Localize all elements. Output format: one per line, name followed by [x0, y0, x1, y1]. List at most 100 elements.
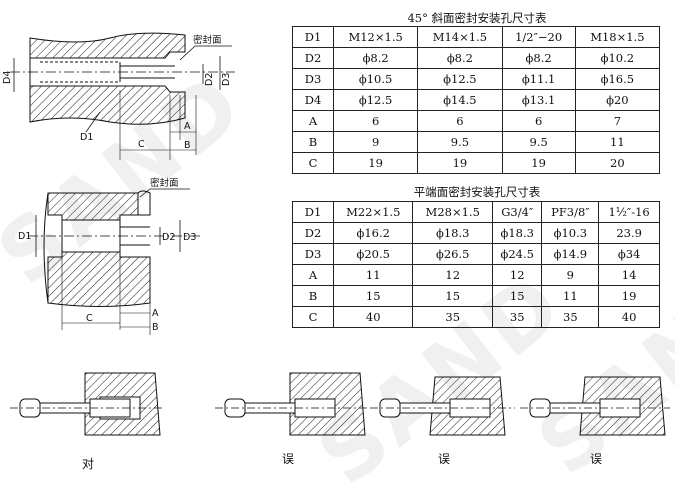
table-cell: 35	[491, 306, 543, 328]
table-cell: ϕ20.5	[332, 243, 414, 265]
label-a: A	[152, 308, 159, 319]
label-a: A	[184, 121, 191, 132]
label-d3: D3	[221, 73, 232, 86]
table-cell: 9.5	[417, 131, 503, 153]
assembly-wrong-2	[370, 376, 515, 436]
table-cell: 11	[574, 131, 661, 153]
row-header-cell: C	[292, 152, 334, 174]
table1-title: 45° 斜面密封安装孔尺寸表	[407, 11, 547, 25]
table-cell: ϕ12.5	[417, 68, 503, 90]
table-cell: M18×1.5	[574, 26, 661, 48]
table-cell: ϕ18.3	[412, 222, 493, 244]
table-cell: 6	[501, 110, 576, 132]
bevel-seal-port-drawing: D4 D2 D3 密封面 D1 C A B	[2, 32, 235, 160]
table-cell: M14×1.5	[417, 26, 503, 48]
label-d1: D1	[80, 132, 93, 143]
table-cell: 35	[412, 306, 493, 328]
row-header-cell: A	[292, 110, 334, 132]
row-header-cell: C	[292, 306, 334, 328]
seal-face-label: 密封面	[193, 34, 222, 46]
table-cell: ϕ11.1	[501, 68, 576, 90]
table-cell: 1/2″−20	[501, 26, 576, 48]
table-cell: ϕ10.3	[541, 222, 600, 244]
row-header-cell: B	[292, 285, 334, 307]
table-cell: ϕ16.5	[574, 68, 661, 90]
table-cell: ϕ16.2	[332, 222, 414, 244]
table-cell: 6	[417, 110, 503, 132]
table-cell: 6	[332, 110, 419, 132]
table-cell: ϕ14.5	[417, 89, 503, 111]
table-cell: 15	[491, 285, 543, 307]
table-cell: ϕ20	[574, 89, 661, 111]
label-d3: D3	[183, 232, 196, 243]
row-header-cell: D1	[292, 26, 334, 48]
row-header-cell: D2	[292, 222, 334, 244]
flat-seal-port-drawing: D1 D2 D3 密封面 C A B	[18, 177, 200, 335]
row-header-cell: D2	[292, 47, 334, 69]
table-cell: 15	[332, 285, 414, 307]
row-header-cell: B	[292, 131, 334, 153]
table-cell: ϕ26.5	[412, 243, 493, 265]
table-cell: 40	[598, 306, 660, 328]
label-c: C	[86, 313, 93, 324]
table-cell: ϕ12.5	[332, 89, 419, 111]
table-cell: 12	[491, 264, 543, 286]
row-header-cell: D3	[292, 243, 334, 265]
table-cell: 14	[598, 264, 660, 286]
label-d2: D2	[162, 232, 175, 243]
table-cell: ϕ14.9	[541, 243, 600, 265]
table-cell: 11	[541, 285, 600, 307]
table-cell: 9.5	[501, 131, 576, 153]
table-cell: ϕ24.5	[491, 243, 543, 265]
label-b: B	[152, 322, 159, 333]
label-d2: D2	[204, 73, 215, 86]
table-cell: 40	[332, 306, 414, 328]
assembly-correct	[10, 372, 165, 436]
table-cell: 19	[332, 152, 419, 174]
table-cell: ϕ8.2	[417, 47, 503, 69]
label-d4: D4	[2, 71, 13, 84]
label-c: C	[138, 139, 145, 150]
table-cell: 11	[332, 264, 414, 286]
table-cell: M28×1.5	[412, 201, 493, 223]
table2-title: 平端面密封安装孔尺寸表	[413, 185, 541, 199]
assembly-examples	[10, 372, 670, 436]
table-cell: ϕ8.2	[332, 47, 419, 69]
table-cell: ϕ10.2	[574, 47, 661, 69]
table-cell: M12×1.5	[332, 26, 419, 48]
row-header-cell: D4	[292, 89, 334, 111]
table-cell: 19	[598, 285, 660, 307]
table-cell: ϕ18.3	[491, 222, 543, 244]
table-cell: 15	[412, 285, 493, 307]
table-cell: PF3/8″	[541, 201, 600, 223]
table-cell: 1¹⁄₂″-16	[598, 201, 660, 223]
table-cell: ϕ8.2	[501, 47, 576, 69]
caption-correct: 对	[82, 457, 95, 471]
table-cell: 7	[574, 110, 661, 132]
table-cell: 20	[574, 152, 661, 174]
table-cell: G3/4″	[491, 201, 543, 223]
row-header-cell: D3	[292, 68, 334, 90]
table-cell: 9	[332, 131, 419, 153]
row-header-cell: A	[292, 264, 334, 286]
table-cell: ϕ34	[598, 243, 660, 265]
table-cell: 19	[501, 152, 576, 174]
caption-wrong: 误	[282, 452, 295, 466]
assembly-wrong-1	[215, 372, 370, 436]
label-d1: D1	[18, 231, 31, 242]
seal-face-label: 密封面	[150, 177, 179, 189]
row-header-cell: D1	[292, 201, 334, 223]
assembly-wrong-3	[520, 376, 670, 436]
table-cell: 35	[541, 306, 600, 328]
